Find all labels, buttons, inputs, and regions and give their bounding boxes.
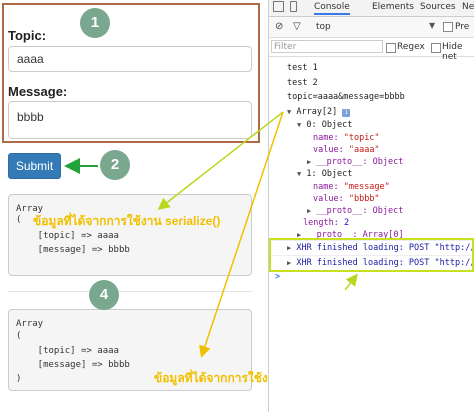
context-selector[interactable]: top xyxy=(316,22,331,32)
xhr-log-line[interactable]: ▶ XHR finished loading: POST "http://l xyxy=(287,258,474,268)
xhr-highlight-box xyxy=(269,238,474,272)
proto-label: __proto__: Object xyxy=(316,206,404,216)
devtools-tabbar: Console Elements Sources Ne xyxy=(269,0,474,17)
serialize-line-2: ( xyxy=(16,215,22,225)
proto-array-label: __proto__: Array[0] xyxy=(306,230,404,240)
topic-label: Topic: xyxy=(8,28,47,43)
tab-sources[interactable]: Sources xyxy=(420,2,456,12)
expand-triangle-icon[interactable]: ▶ xyxy=(287,259,292,267)
serialize-line-3: [topic] => aaaa xyxy=(16,231,119,241)
expand-triangle-icon[interactable]: ▶ xyxy=(287,244,292,252)
prop-key: value: xyxy=(313,194,344,204)
expand-triangle-icon[interactable]: ▼ xyxy=(297,170,302,178)
hide-network-checkbox[interactable] xyxy=(431,43,441,53)
proto-array-node[interactable]: ▶ __proto__: Array[0] xyxy=(297,230,404,240)
object-label: 1: Object xyxy=(306,169,353,179)
preserve-log-checkbox[interactable] xyxy=(443,22,453,32)
devtools-panel: Console Elements Sources Ne ⊘ ▽ top ▼ Pr… xyxy=(268,0,474,412)
submit-button[interactable]: Submit xyxy=(8,153,61,179)
xhr-log-row[interactable] xyxy=(269,255,474,270)
step-badge-2: 2 xyxy=(100,150,130,180)
console-line: test 1 xyxy=(287,63,318,73)
serialize-note: ข้อมูลที่ได้จากการใช้งาน serialize() xyxy=(33,214,221,228)
regex-checkbox[interactable] xyxy=(386,43,396,53)
preserve-log-label: Pre xyxy=(455,22,470,32)
console-line: topic=aaaa&message=bbbb xyxy=(287,92,405,102)
message-label: Message: xyxy=(8,84,68,99)
message-textarea[interactable]: bbbb xyxy=(8,101,252,139)
expand-triangle-icon[interactable]: ▶ xyxy=(297,231,302,239)
prop-value: "bbbb" xyxy=(348,194,380,204)
step-badge-4: 4 xyxy=(89,280,119,310)
filter-bar: Filter Regex Hide net xyxy=(269,38,474,62)
filter-icon[interactable]: ▽ xyxy=(293,21,301,32)
property-row: value: "bbbb" xyxy=(313,194,380,204)
console-toolbar: ⊘ ▽ top ▼ Pre xyxy=(269,17,474,38)
serializearray-line-1: Array xyxy=(16,319,44,329)
length-key: length: xyxy=(303,218,339,228)
divider xyxy=(8,291,252,292)
serialize-line-1: Array xyxy=(16,204,44,214)
device-toolbar-icon[interactable] xyxy=(290,1,297,12)
prop-value: "aaaa" xyxy=(348,145,380,155)
topic-input[interactable]: aaaa xyxy=(8,46,252,72)
xhr-log-row[interactable] xyxy=(269,240,474,255)
array-label: Array[2] xyxy=(296,107,338,117)
serializearray-line-4: [message] => bbbb xyxy=(16,360,130,370)
array-node[interactable]: ▼ Array[2] i xyxy=(287,107,351,117)
expand-triangle-icon[interactable]: ▶ xyxy=(307,158,312,166)
object-node-1[interactable]: ▼ 1: Object xyxy=(297,169,352,179)
step-badge-1: 1 xyxy=(80,8,110,38)
context-dropdown-icon[interactable]: ▼ xyxy=(429,21,436,30)
prop-key: name: xyxy=(313,182,339,192)
serializearray-line-3: [topic] => aaaa xyxy=(16,346,119,356)
proto-label: __proto__: Object xyxy=(316,157,404,167)
info-icon: i xyxy=(342,109,351,117)
console-prompt[interactable]: > xyxy=(275,272,281,282)
property-row: value: "aaaa" xyxy=(313,145,380,155)
regex-label: Regex xyxy=(397,42,425,52)
proto-node[interactable]: ▶ __proto__: Object xyxy=(307,157,403,167)
inspect-icon[interactable] xyxy=(273,1,284,12)
xhr-text: XHR finished loading: POST "http://l xyxy=(296,243,474,253)
prop-value: "topic" xyxy=(343,133,380,143)
serializearray-line-5: ) xyxy=(16,374,22,384)
filter-input[interactable]: Filter xyxy=(271,40,383,53)
length-row: length: 2 xyxy=(303,218,349,228)
proto-node[interactable]: ▶ __proto__: Object xyxy=(307,206,403,216)
tab-network[interactable]: Ne xyxy=(462,2,474,12)
clear-console-icon[interactable]: ⊘ xyxy=(275,21,284,32)
serialize-output: Array ( [topic] => aaaa [message] => bbb… xyxy=(8,194,252,276)
xhr-text: XHR finished loading: POST "http://l xyxy=(296,258,474,268)
expand-triangle-icon[interactable]: ▶ xyxy=(307,207,312,215)
console-line: test 2 xyxy=(287,78,318,88)
tab-elements[interactable]: Elements xyxy=(372,2,414,12)
tab-console[interactable]: Console xyxy=(314,2,350,15)
form-container xyxy=(2,3,260,143)
serialize-line-4: [message] => bbbb xyxy=(16,245,130,255)
hide-network-label: Hide net xyxy=(442,42,463,62)
prop-key: name: xyxy=(313,133,339,143)
expand-triangle-icon[interactable]: ▼ xyxy=(287,108,292,116)
object-label: 0: Object xyxy=(306,120,353,130)
serializearray-line-2: ( xyxy=(16,331,22,341)
property-row: name: "topic" xyxy=(313,133,380,143)
property-row: name: "message" xyxy=(313,182,390,192)
prop-value: "message" xyxy=(343,182,390,192)
expand-triangle-icon[interactable]: ▼ xyxy=(297,121,302,129)
length-value: 2 xyxy=(343,218,350,228)
prop-key: value: xyxy=(313,145,344,155)
xhr-log-line[interactable]: ▶ XHR finished loading: POST "http://l xyxy=(287,243,474,253)
object-node-0[interactable]: ▼ 0: Object xyxy=(297,120,352,130)
